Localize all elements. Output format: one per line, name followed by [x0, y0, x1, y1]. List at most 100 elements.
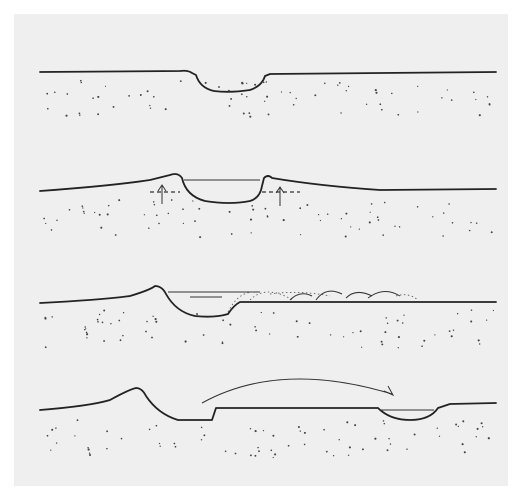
sediment-speck — [84, 326, 86, 328]
sediment-speck — [488, 437, 490, 439]
ground-surface-1 — [40, 71, 496, 92]
ground-surface-3 — [40, 286, 496, 317]
sediment-speck — [121, 438, 123, 440]
sediment-speck — [54, 92, 56, 94]
sediment-speck — [149, 429, 151, 431]
sediment-speck — [377, 216, 379, 218]
sediment-speck — [255, 329, 257, 331]
sediment-speck — [360, 330, 362, 332]
sediment-speck — [264, 208, 266, 210]
sediment-speck — [417, 206, 419, 208]
sediment-speck — [118, 199, 120, 201]
sediment-speck — [243, 113, 245, 115]
sediment-speck — [229, 211, 231, 213]
sediment-speck — [345, 235, 347, 237]
sediment-speck — [263, 82, 265, 84]
sediment-speck — [86, 332, 88, 334]
sediment-speck — [414, 434, 416, 436]
sediment-speck — [406, 448, 407, 449]
sediment-speck — [273, 312, 275, 314]
sediment-speck — [383, 420, 385, 422]
sediment-speck — [470, 222, 471, 223]
speckles-1 — [46, 80, 490, 118]
sediment-speck — [182, 208, 184, 210]
sediment-speck — [97, 113, 99, 115]
sediment-speck — [443, 212, 444, 213]
sediment-speck — [254, 455, 256, 457]
ground-surface-4 — [40, 388, 496, 420]
sediment-speck — [146, 321, 148, 323]
sediment-speck — [491, 231, 493, 233]
sediment-speck — [56, 442, 57, 443]
sediment-speck — [458, 426, 459, 427]
sediment-speck — [437, 428, 438, 429]
sediment-speck — [349, 446, 351, 448]
sediment-speck — [153, 201, 155, 203]
sediment-speck — [97, 96, 99, 98]
sediment-speck — [489, 104, 490, 105]
sediment-speck — [147, 90, 149, 92]
sediment-speck — [255, 430, 257, 432]
sediment-speck — [115, 234, 117, 236]
sediment-speck — [120, 339, 122, 341]
sediment-speck — [194, 220, 196, 222]
sediment-speck — [83, 211, 85, 213]
sediment-speck — [283, 219, 285, 221]
sediment-speck — [86, 337, 87, 338]
sediment-speck — [320, 220, 321, 221]
sediment-speck — [441, 97, 442, 98]
sediment-speck — [297, 336, 299, 338]
sediment-speck — [82, 207, 83, 208]
sediment-speck — [45, 346, 47, 348]
sediment-speck — [449, 330, 451, 332]
sediment-speck — [340, 112, 341, 113]
sediment-speck — [149, 105, 150, 106]
sediment-speck — [118, 320, 120, 322]
sediment-speck — [263, 430, 264, 431]
sediment-speck — [103, 310, 105, 312]
sediment-speck — [106, 448, 108, 450]
panel-stage-2 — [40, 174, 496, 238]
sediment-speck — [345, 213, 347, 215]
sediment-speck — [180, 80, 182, 82]
sediment-speck — [293, 104, 295, 106]
sediment-speck — [330, 334, 331, 335]
sediment-speck — [248, 112, 250, 114]
sediment-speck — [250, 219, 252, 221]
sediment-speck — [290, 92, 291, 93]
sediment-speck — [84, 213, 85, 214]
sediment-speck — [45, 223, 46, 224]
sediment-speck — [222, 342, 224, 344]
sediment-speck — [417, 86, 418, 87]
sediment-speck — [254, 84, 256, 86]
sediment-speck — [359, 228, 360, 229]
sediment-speck — [378, 219, 380, 221]
ground-surface-2 — [40, 174, 496, 203]
sediment-speck — [65, 115, 67, 117]
sediment-speck — [151, 337, 153, 339]
sediment-speck — [346, 421, 348, 423]
sediment-speck — [453, 329, 454, 330]
sediment-speck — [246, 96, 247, 97]
sediment-speck — [218, 86, 220, 88]
sediment-speck — [323, 429, 325, 431]
sediment-speck — [304, 432, 306, 434]
sediment-speck — [203, 434, 205, 436]
sediment-speck — [296, 320, 298, 322]
sediment-speck — [471, 309, 473, 311]
sediment-speck — [97, 319, 99, 321]
sediment-speck — [74, 435, 75, 436]
sediment-speck — [230, 98, 232, 100]
sediment-speck — [348, 86, 349, 87]
sediment-speck — [201, 427, 203, 429]
sediment-speck — [270, 449, 272, 451]
sediment-speck — [470, 320, 472, 322]
sediment-speck — [326, 451, 328, 453]
sediment-speck — [241, 93, 243, 95]
sediment-speck — [199, 236, 201, 238]
sediment-speck — [103, 340, 105, 342]
sediment-speck — [154, 204, 156, 206]
sediment-speck — [153, 96, 155, 98]
sediment-speck — [398, 347, 399, 348]
sediment-speck — [171, 199, 173, 201]
